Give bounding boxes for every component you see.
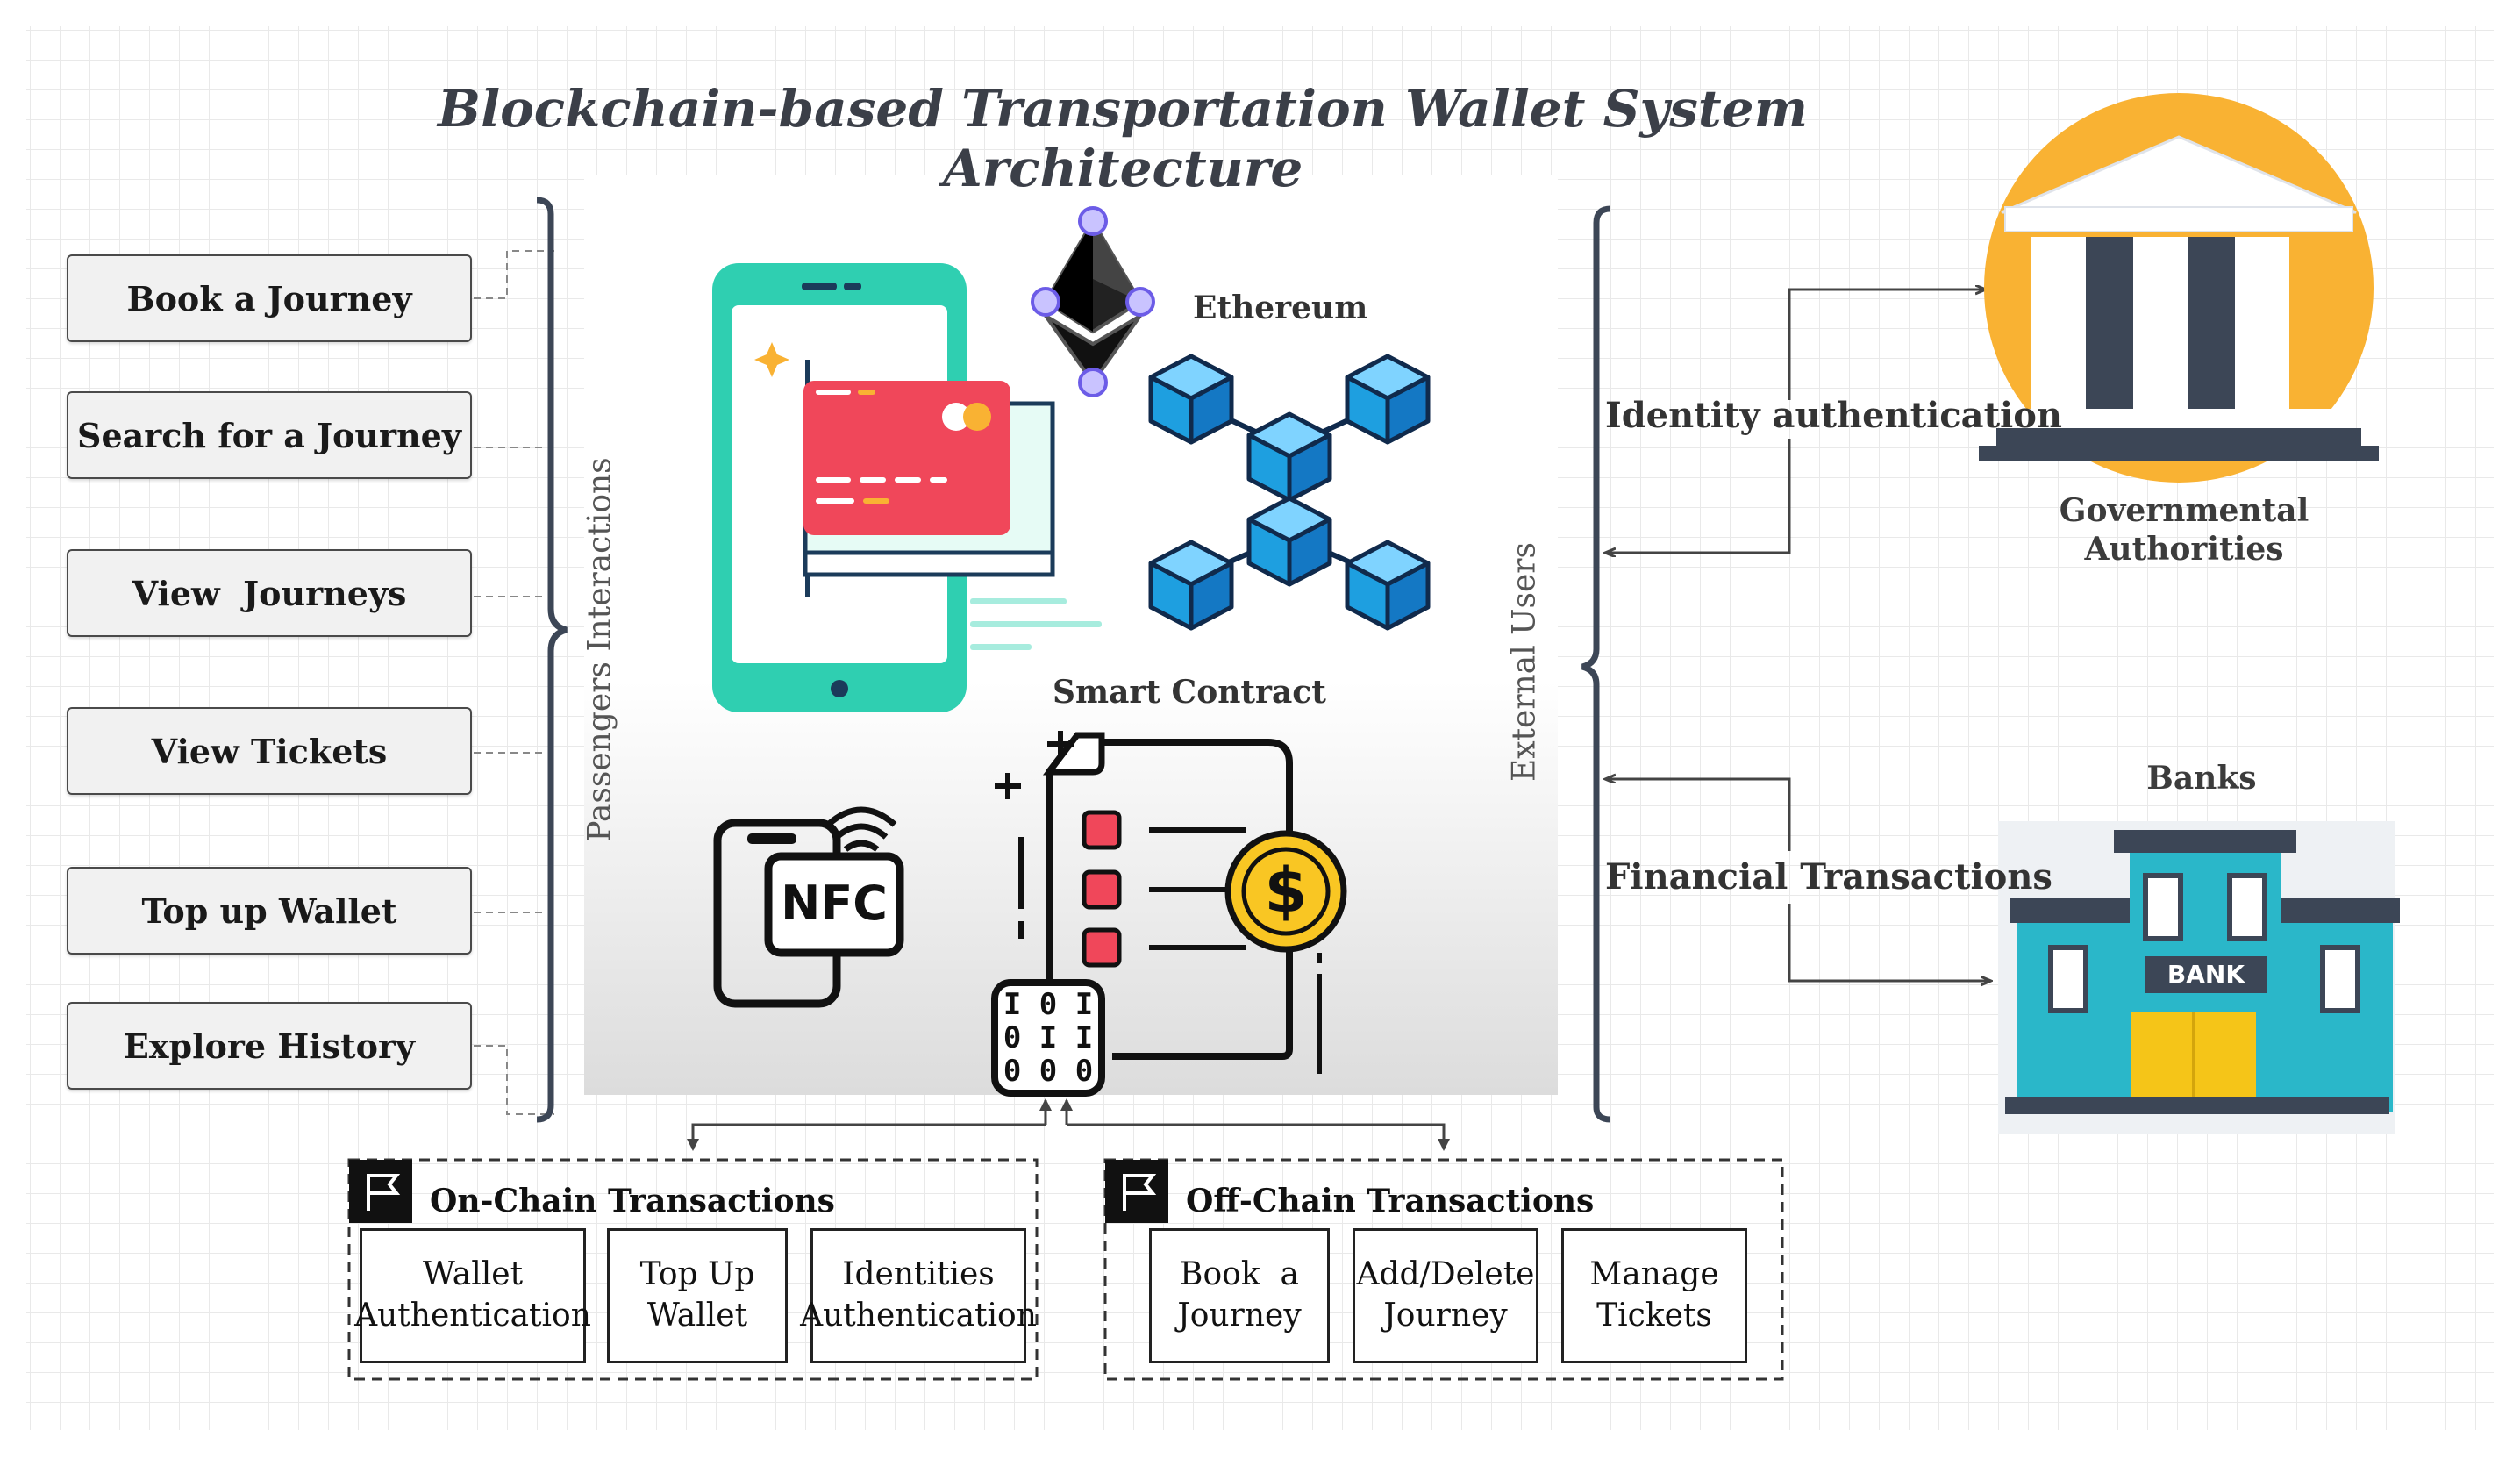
off-chain-title: Off-Chain Transactions bbox=[1186, 1183, 1595, 1219]
ethereum-label: Ethereum bbox=[1193, 290, 1368, 326]
mobile-wallet-icon bbox=[712, 263, 1102, 712]
governmental-label-line2: Authorities bbox=[2084, 531, 2284, 568]
nfc-phone-icon bbox=[713, 806, 904, 1008]
left-connectors bbox=[474, 250, 554, 1115]
top-up-wallet-button[interactable]: Top up Wallet bbox=[67, 867, 472, 955]
book-journey-button[interactable]: Book a Journey bbox=[67, 254, 472, 342]
view-journeys-button[interactable]: View Journeys bbox=[67, 549, 472, 637]
banks-label: Banks bbox=[2146, 760, 2257, 797]
smart-contract-label: Smart Contract bbox=[1053, 674, 1326, 711]
financial-transactions-label: Financial Transactions bbox=[1605, 856, 2052, 898]
wallet-authentication-box[interactable]: Wallet Authentication bbox=[354, 1228, 591, 1363]
identities-authentication-box[interactable]: Identities Authentication bbox=[800, 1228, 1037, 1363]
governmental-label-line1: Governmental bbox=[2059, 492, 2309, 529]
smart-contract-icon bbox=[991, 731, 1347, 1097]
diagram-title: Blockchain-based Transportation Wallet S… bbox=[438, 79, 1808, 198]
ethereum-logo-icon bbox=[1031, 206, 1155, 397]
on-chain-title: On-Chain Transactions bbox=[430, 1183, 835, 1219]
identity-authentication-label: Identity authentication bbox=[1605, 395, 2062, 436]
on-chain-flag-icon bbox=[349, 1160, 412, 1223]
right-brace bbox=[1581, 205, 1611, 1123]
bottom-arrows bbox=[687, 1098, 1450, 1151]
governmental-authorities-label: Governmental Authorities bbox=[2044, 491, 2324, 569]
external-users-label: External Users bbox=[1506, 542, 1543, 782]
binary-code-icon: I 0 I 0 I I 0 0 0 bbox=[1003, 987, 1094, 1089]
search-journey-button[interactable]: Search for a Journey bbox=[67, 391, 472, 479]
dollar-icon: $ bbox=[1264, 855, 1308, 926]
view-tickets-button[interactable]: View Tickets bbox=[67, 707, 472, 795]
off-chain-flag-icon bbox=[1105, 1160, 1168, 1223]
on-chain-group bbox=[347, 1158, 1039, 1381]
manage-tickets-box[interactable]: Manage Tickets bbox=[1561, 1228, 1747, 1363]
left-brace bbox=[536, 197, 568, 1123]
government-building-icon bbox=[1979, 93, 2379, 483]
bank-building-icon bbox=[1998, 821, 2400, 1134]
blockchain-network-icon bbox=[1151, 356, 1428, 628]
add-delete-journey-box[interactable]: Add/Delete Journey bbox=[1353, 1228, 1538, 1363]
nfc-text: NFC bbox=[781, 876, 888, 931]
explore-history-button[interactable]: Explore History bbox=[67, 1002, 472, 1090]
top-up-wallet-box[interactable]: Top Up Wallet bbox=[607, 1228, 788, 1363]
off-chain-group bbox=[1103, 1158, 1784, 1381]
book-journey-box[interactable]: Book a Journey bbox=[1149, 1228, 1330, 1363]
right-arrows bbox=[1607, 290, 1989, 981]
passengers-interactions-label: Passengers Interactions bbox=[582, 457, 618, 842]
bank-sign-text: BANK bbox=[2167, 960, 2245, 989]
